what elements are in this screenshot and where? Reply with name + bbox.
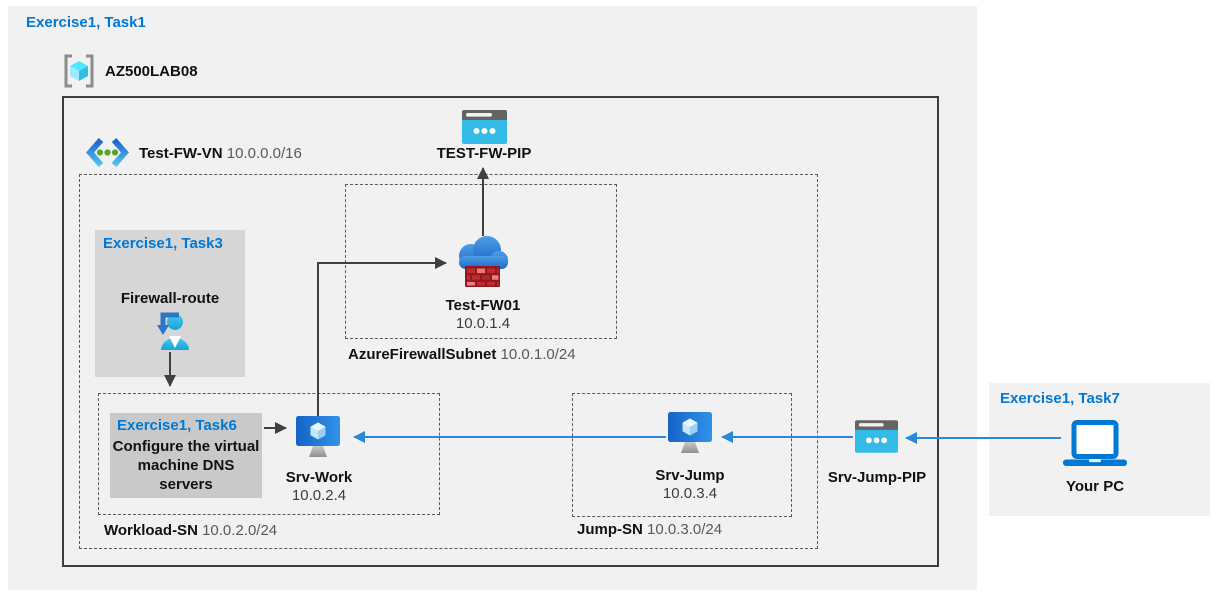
srv-jump-name: Srv-Jump [655,467,725,484]
firewall-subnet-boundary [345,184,617,339]
vnet-cidr: 10.0.0.0/16 [226,145,302,162]
firewall-ip: 10.0.1.4 [455,315,511,332]
jump-subnet-name: Jump-SN [577,521,643,538]
jump-subnet-boundary [572,393,792,517]
azure-firewall-icon [450,231,514,288]
test-fw-pip-icon [462,110,507,144]
firewall-subnet-label: AzureFirewallSubnet 10.0.1.0/24 [348,346,576,363]
your-pc-label: Your PC [1066,478,1124,496]
test-fw-pip-label: TEST-FW-PIP [437,145,532,163]
firewall-subnet-name: AzureFirewallSubnet [348,346,497,363]
resource-group-boundary [62,96,939,567]
test-fw-pip-name: TEST-FW-PIP [436,145,532,162]
route-table-icon [148,310,192,354]
srv-work-name: Srv-Work [285,469,353,486]
virtual-network-icon [84,137,131,168]
srv-jump-vm-icon [668,412,712,456]
srv-work-ip: 10.0.2.4 [291,487,347,504]
firewall-label: Test-FW01 10.0.1.4 [446,297,521,333]
workload-subnet-label: Workload-SN 10.0.2.0/24 [104,522,277,539]
resource-group-icon [61,53,97,89]
vnet-boundary [79,174,818,549]
srv-jump-label: Srv-Jump 10.0.3.4 [655,467,724,503]
srv-jump-pip-icon [855,418,898,455]
firewall-route-name: Firewall-route [120,290,220,307]
firewall-subnet-cidr: 10.0.1.0/24 [500,346,576,363]
srv-work-label: Srv-Work 10.0.2.4 [286,469,352,505]
resource-group-name: AZ500LAB08 [105,63,198,80]
firewall-name: Test-FW01 [445,297,521,314]
exercise1-task3-label: Exercise1, Task3 [103,235,223,252]
laptop-icon [1063,420,1127,467]
workload-subnet-name: Workload-SN [104,522,198,539]
jump-subnet-label: Jump-SN 10.0.3.0/24 [577,521,722,538]
jump-subnet-cidr: 10.0.3.0/24 [647,521,723,538]
exercise1-task3-box: Exercise1, Task3 Firewall-route [95,230,245,377]
srv-jump-ip: 10.0.3.4 [662,485,718,502]
exercise1-task1-label: Exercise1, Task1 [26,14,146,31]
exercise1-task6-box: Exercise1, Task6 Configure the virtual m… [110,413,262,498]
your-pc-name: Your PC [1065,478,1125,495]
exercise1-task7-box: Exercise1, Task7 Your PC [989,383,1210,516]
vnet-label: Test-FW-VN 10.0.0.0/16 [139,145,302,162]
vnet-name: Test-FW-VN [139,145,223,162]
workload-subnet-boundary [98,393,440,515]
exercise1-task7-label: Exercise1, Task7 [1000,390,1120,407]
exercise1-task6-label: Exercise1, Task6 [117,417,237,434]
workload-subnet-cidr: 10.0.2.0/24 [202,522,278,539]
srv-jump-pip-label: Srv-Jump-PIP [828,469,926,487]
task6-description: Configure the virtual machine DNS server… [112,438,260,493]
srv-jump-pip-name: Srv-Jump-PIP [827,469,927,486]
srv-work-vm-icon [296,416,340,460]
